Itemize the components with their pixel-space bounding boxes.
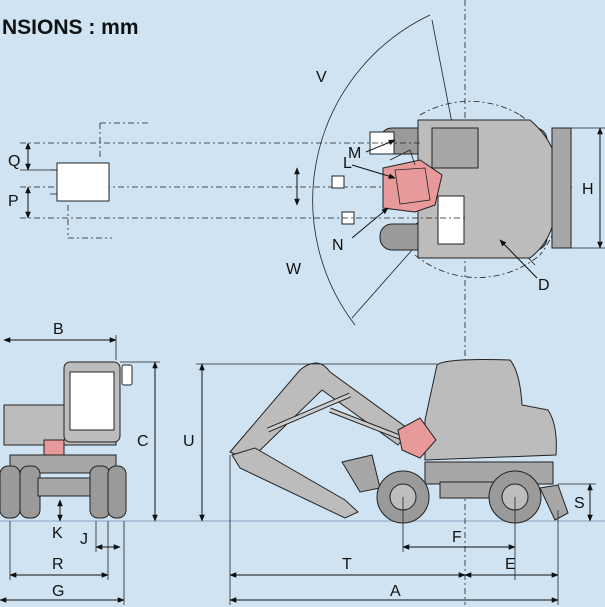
label-e: E	[505, 556, 516, 573]
label-q: Q	[8, 153, 20, 170]
label-r: R	[52, 556, 64, 573]
cab-top	[431, 127, 479, 169]
label-g: G	[52, 583, 64, 600]
dimension-line-n	[351, 207, 389, 239]
dozer-blade-top	[551, 127, 572, 249]
dozer-blade-side	[539, 484, 569, 521]
label-f: F	[452, 529, 462, 546]
label-k: K	[52, 525, 63, 542]
label-c: C	[137, 433, 149, 450]
swing-arc	[312, 14, 431, 326]
boom	[229, 362, 411, 461]
side-view	[196, 359, 596, 605]
label-b: B	[53, 321, 64, 338]
boom-foot	[397, 417, 437, 459]
label-m: M	[348, 145, 361, 162]
rear-swing-circle	[519, 114, 562, 256]
label-u: U	[183, 433, 195, 450]
upper-structure-side	[424, 359, 557, 461]
label-p: P	[8, 193, 19, 210]
label-j: J	[80, 531, 88, 548]
label-t: T	[342, 556, 352, 573]
small-bucket-outline	[56, 162, 110, 202]
dimension-line-m	[365, 139, 396, 153]
label-w: W	[286, 261, 302, 278]
bucket	[341, 454, 381, 493]
label-s: S	[574, 495, 585, 512]
front-view	[0, 335, 160, 605]
label-d: D	[538, 277, 550, 294]
label-v: V	[316, 69, 327, 86]
label-n: N	[332, 237, 344, 254]
label-h: H	[582, 181, 594, 198]
diagram-title: NSIONS : mm	[2, 16, 139, 39]
label-a: A	[390, 583, 401, 600]
top-view	[20, 0, 605, 605]
label-l: L	[343, 155, 352, 172]
arm	[231, 447, 359, 519]
dimension-line-d	[499, 239, 538, 279]
dimension-line-l	[351, 164, 396, 179]
